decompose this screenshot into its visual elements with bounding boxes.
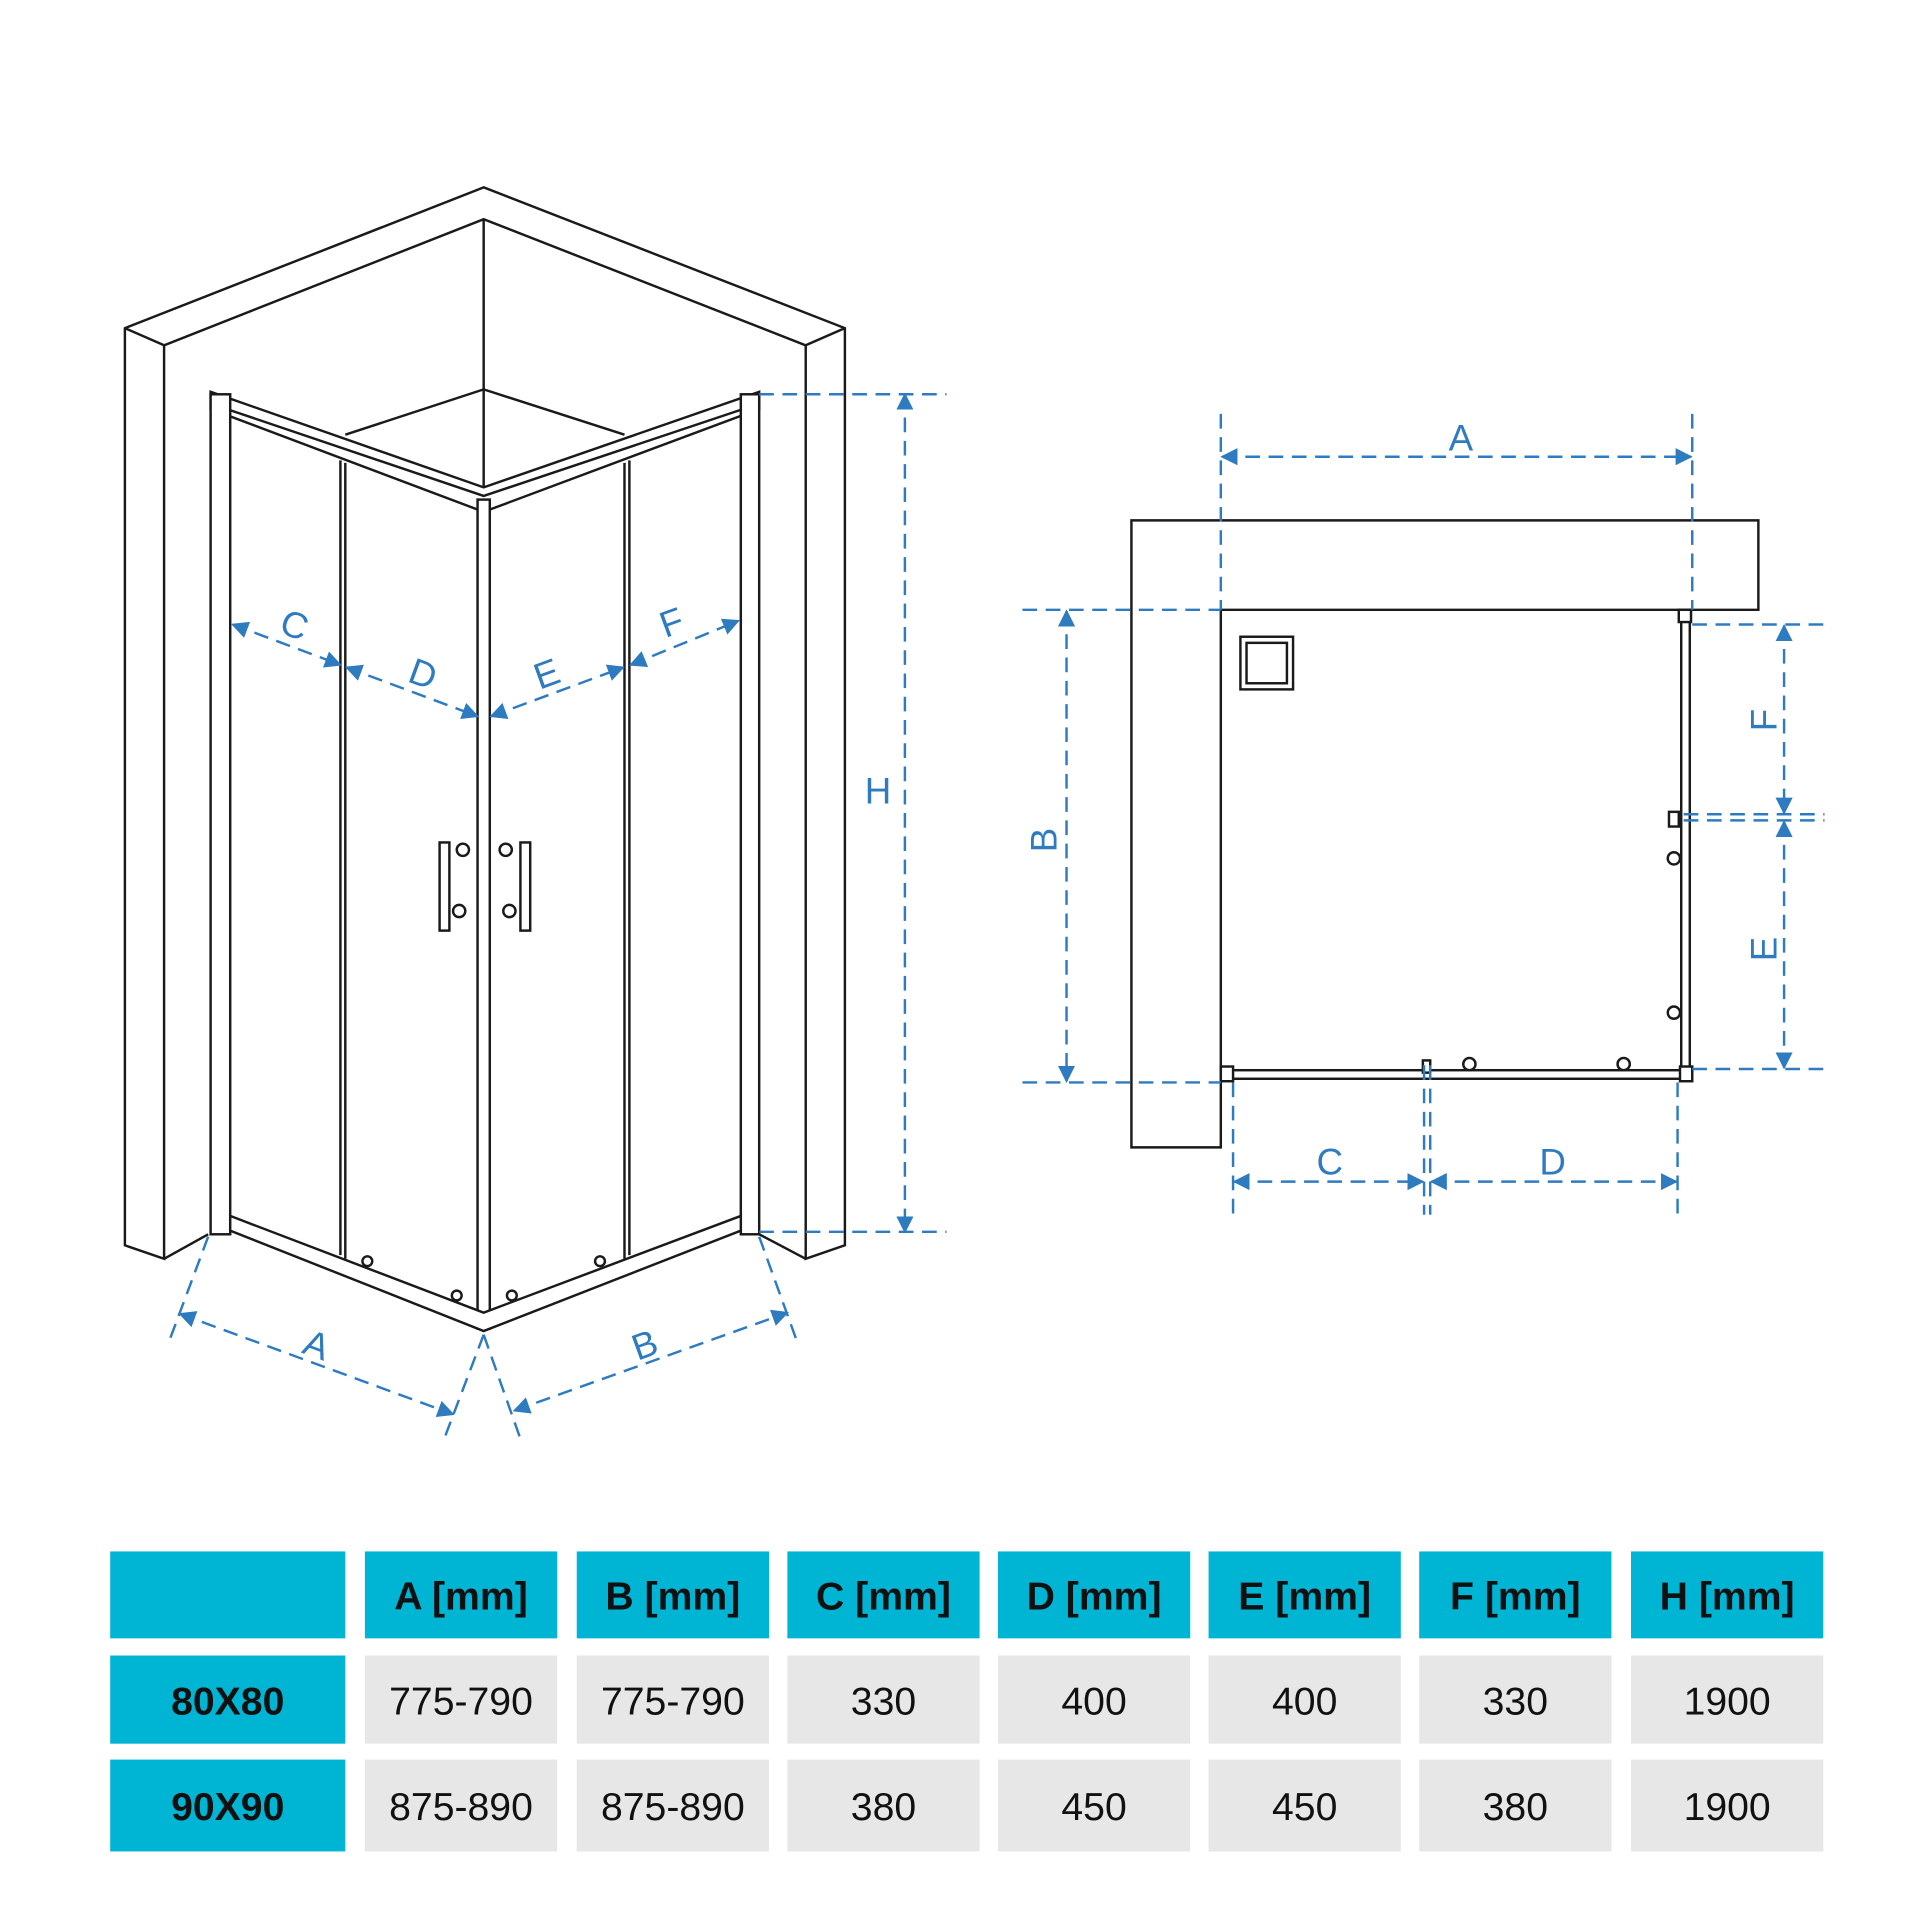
table-header-cell <box>1631 1551 1824 1639</box>
plan-label-c: C <box>1317 1141 1344 1182</box>
table-cell <box>1631 1759 1824 1852</box>
cell-value: 330 <box>1483 1680 1548 1723</box>
cell-value: 1900 <box>1684 1786 1771 1829</box>
column-header: D [mm] <box>1027 1576 1162 1619</box>
table-cell <box>1631 1655 1824 1744</box>
table-header-cell <box>364 1551 558 1639</box>
plan-label-b: B <box>1024 828 1065 853</box>
iso-label-a: A <box>298 1322 336 1369</box>
column-header: E [mm] <box>1238 1576 1371 1619</box>
table-header-cell <box>997 1551 1191 1639</box>
table-cell <box>787 1759 980 1852</box>
table-cell <box>1419 1655 1612 1744</box>
plan-label-d: D <box>1539 1141 1566 1182</box>
row-header: 80X80 <box>171 1680 284 1723</box>
row-header: 90X90 <box>171 1786 284 1829</box>
left-door-handle-icon <box>438 841 471 932</box>
cell-value: 450 <box>1061 1786 1126 1829</box>
iso-label-c: C <box>275 601 314 649</box>
table-header-cell <box>576 1551 769 1639</box>
table-cell <box>364 1759 558 1852</box>
column-header: A [mm] <box>394 1576 527 1619</box>
table-cell <box>997 1759 1191 1852</box>
shower-enclosure <box>209 388 761 1333</box>
cell-value: 875-890 <box>389 1786 533 1829</box>
plan-label-e: E <box>1744 937 1785 961</box>
cell-value: 400 <box>1272 1680 1337 1723</box>
plan-walls <box>1130 519 1760 1149</box>
table-cell <box>364 1655 558 1744</box>
iso-label-e: E <box>528 651 565 698</box>
cell-value: 400 <box>1061 1680 1126 1723</box>
table-cell <box>1419 1759 1612 1852</box>
cell-value: 330 <box>851 1680 916 1723</box>
table-cell <box>576 1759 769 1852</box>
corner-walls <box>123 186 847 1261</box>
table-header-cell <box>110 1551 346 1639</box>
table-cell <box>576 1655 769 1744</box>
table-header-cell <box>1208 1551 1401 1639</box>
cell-value: 775-790 <box>601 1680 745 1723</box>
column-header: F [mm] <box>1450 1576 1581 1619</box>
table-header-cell <box>110 1759 346 1852</box>
iso-label-f: F <box>654 599 689 645</box>
cell-value: 380 <box>851 1786 916 1829</box>
cell-value: 775-790 <box>389 1680 533 1723</box>
column-header: C [mm] <box>816 1576 951 1619</box>
iso-label-b: B <box>626 1322 663 1369</box>
table-header-cell <box>787 1551 980 1639</box>
column-header: H [mm] <box>1660 1576 1795 1619</box>
plan-label-a: A <box>1449 418 1474 459</box>
table-cell <box>997 1655 1191 1744</box>
table-header-cell <box>1419 1551 1612 1639</box>
iso-label-h: H <box>865 770 892 811</box>
table-cell <box>1208 1655 1401 1744</box>
column-header: B [mm] <box>605 1576 740 1619</box>
cell-value: 450 <box>1272 1786 1337 1829</box>
table-header-cell <box>110 1655 346 1744</box>
plan-dimensions: A B F E C D <box>1022 413 1825 1215</box>
table-cell <box>1208 1759 1401 1852</box>
isometric-view: C D E F H A B <box>123 186 947 1442</box>
plan-view: A B F E C D <box>1022 413 1825 1215</box>
cell-value: 380 <box>1483 1786 1548 1829</box>
size-table: A [mm] B [mm] C [mm] D [mm] E [mm] F [mm] H [m… <box>110 1551 1824 1852</box>
cell-value: 1900 <box>1684 1680 1771 1723</box>
right-door-handle-icon <box>498 841 532 932</box>
drain-icon <box>1239 635 1295 691</box>
table-cell <box>787 1655 980 1744</box>
iso-label-d: D <box>404 650 443 698</box>
plan-label-f: F <box>1744 709 1785 731</box>
cell-value: 875-890 <box>601 1786 745 1829</box>
